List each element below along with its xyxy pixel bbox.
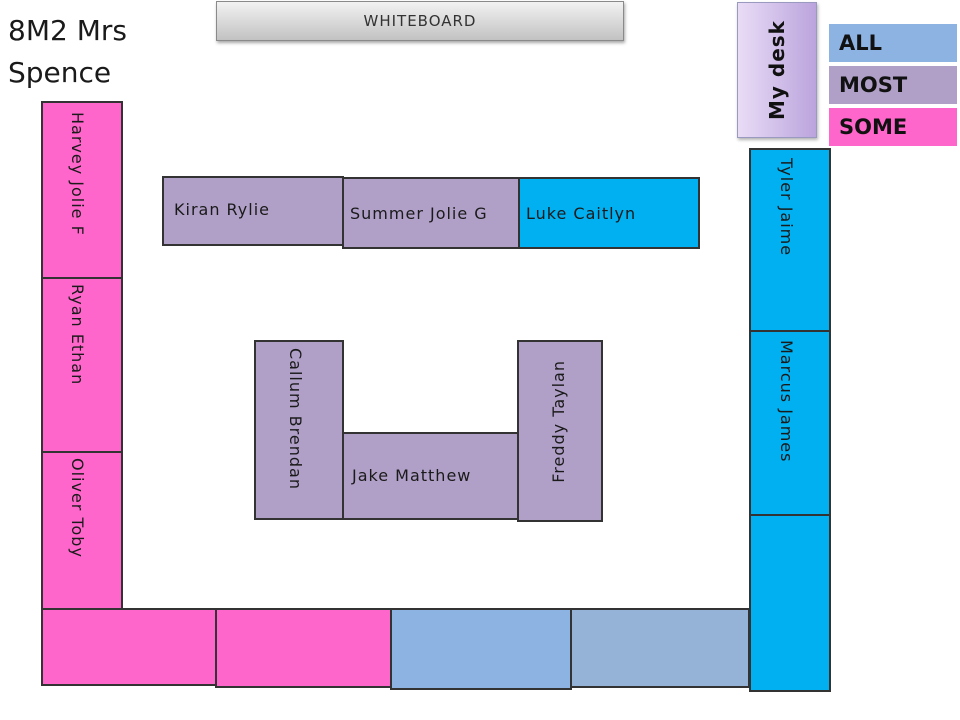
table-summer-jolie[interactable] (342, 177, 522, 249)
teacher-desk: My desk (737, 2, 817, 138)
table-oliver-toby-label: Oliver Toby (68, 458, 87, 558)
table-harvey-jolie-label: Harvey Jolie F (68, 112, 87, 236)
table-bottom-2[interactable] (215, 608, 392, 688)
table-luke-caitlyn-label: Luke Caitlyn (526, 204, 637, 223)
desk-label: My desk (765, 20, 789, 120)
table-tyler-jaime[interactable] (749, 148, 831, 332)
whiteboard-label: WHITEBOARD (363, 12, 477, 30)
legend-some-label: SOME (839, 115, 908, 139)
whiteboard: WHITEBOARD (216, 1, 624, 41)
class-title: 8M2 Mrs Spence (8, 14, 127, 89)
legend-all: ALL (828, 23, 958, 63)
table-callum-brendan-label: Callum Brendan (286, 348, 305, 490)
legend-most: MOST (828, 65, 958, 105)
table-freddy-taylan-label: Freddy Taylan (549, 360, 568, 483)
table-marcus-james[interactable] (749, 330, 831, 516)
legend-all-label: ALL (839, 31, 883, 55)
table-kiran-rylie-label: Kiran Rylie (174, 200, 270, 219)
table-freddy-taylan[interactable] (517, 340, 603, 522)
table-tyler-jaime-label: Tyler Jaime (777, 158, 796, 257)
legend-some: SOME (828, 107, 958, 147)
table-ryan-ethan-label: Ryan Ethan (68, 284, 87, 386)
table-summer-jolie-label: Summer Jolie G (350, 204, 488, 223)
table-luke-caitlyn[interactable] (518, 177, 700, 249)
table-harvey-jolie[interactable] (41, 101, 123, 279)
table-bottom-3[interactable] (390, 608, 572, 690)
table-bottom-4[interactable] (570, 608, 750, 688)
table-ryan-ethan[interactable] (41, 277, 123, 453)
table-jake-matthew[interactable] (342, 432, 522, 520)
table-jake-matthew-label: Jake Matthew (352, 466, 472, 485)
table-marcus-james-label: Marcus James (777, 340, 796, 463)
table-callum-brendan[interactable] (254, 340, 344, 520)
table-kiran-rylie[interactable] (162, 176, 344, 246)
table-right-bottom[interactable] (749, 514, 831, 692)
table-bottom-1[interactable] (41, 608, 217, 686)
legend-most-label: MOST (839, 73, 908, 97)
